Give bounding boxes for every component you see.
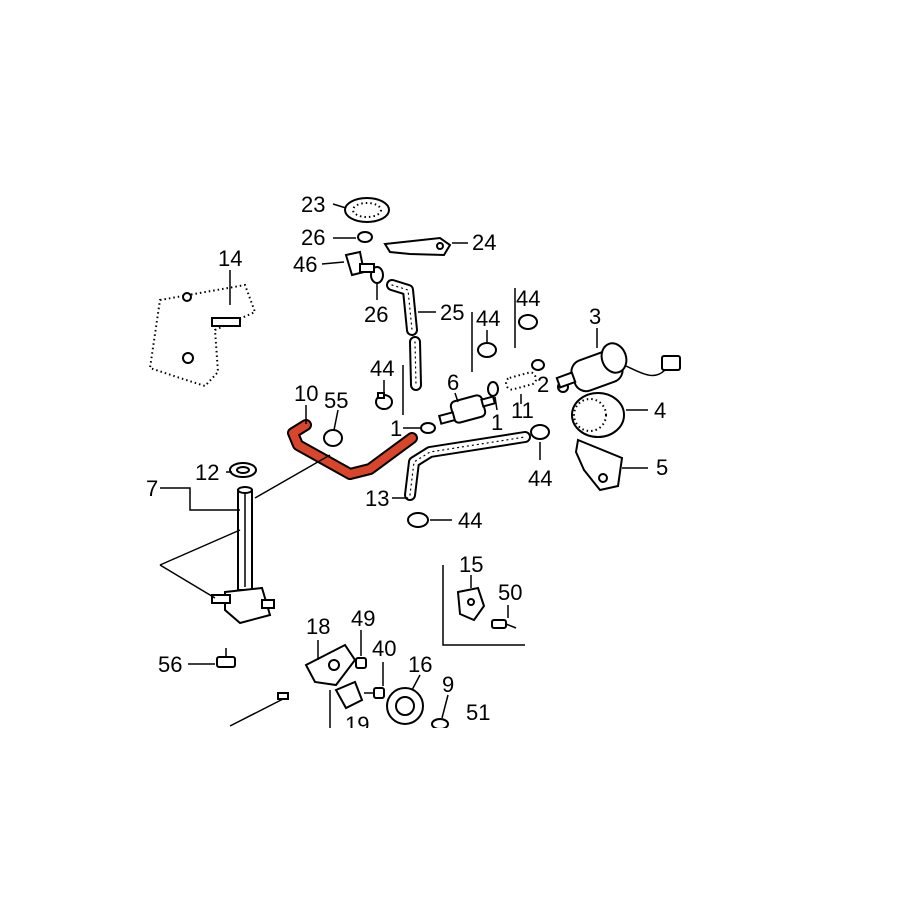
- callout-23: 23: [301, 192, 325, 217]
- callout-26-top: 26: [301, 225, 325, 250]
- part-44-clamp-a: [375, 392, 393, 410]
- callout-2: 2: [537, 372, 549, 397]
- part-25-tube: [386, 279, 422, 391]
- callout-51: 51: [466, 700, 490, 725]
- part-23-grommet: [344, 197, 390, 223]
- leader-16: [411, 674, 421, 691]
- part-7-fuel-valve: [211, 486, 275, 625]
- part-9-nut: [431, 718, 449, 730]
- callout-1-b: 1: [491, 410, 503, 435]
- part-10-hose-highlighted: [287, 419, 418, 480]
- part-40-bolt: [364, 687, 385, 699]
- part-44-clamp-b: [477, 342, 497, 358]
- part-50-bolt: [491, 619, 517, 629]
- part-12-washer: [229, 462, 257, 478]
- part-46-elbow: [344, 250, 375, 277]
- part-56-bolt: [216, 648, 236, 668]
- part-13-hose: [404, 431, 531, 501]
- bracket-15-50: [442, 565, 525, 646]
- callout-10: 10: [294, 381, 318, 406]
- callout-44-c: 44: [516, 286, 540, 311]
- callout-40: 40: [372, 636, 396, 661]
- callout-7: 7: [146, 476, 158, 501]
- part-1-clip-b: [487, 381, 499, 397]
- bracket-7: [160, 487, 240, 511]
- leader-55: [333, 409, 339, 431]
- part-11-connector: [505, 371, 537, 391]
- callout-44-d: 44: [528, 466, 552, 491]
- part-3-pump: [555, 342, 681, 393]
- callout-13: 13: [365, 486, 389, 511]
- leader-7-a: [159, 529, 241, 566]
- callout-50: 50: [498, 580, 522, 605]
- callout-11: 11: [511, 398, 534, 423]
- part-15-block: [456, 586, 486, 622]
- callout-6: 6: [447, 370, 459, 395]
- callout-46: 46: [293, 252, 317, 277]
- callout-49: 49: [351, 606, 375, 631]
- callout-15: 15: [459, 552, 483, 577]
- part-26-clip-top: [357, 231, 373, 243]
- leader-6: [454, 392, 459, 403]
- callout-9: 9: [442, 672, 454, 697]
- leader-1-b: [494, 396, 498, 411]
- callout-44-e: 44: [458, 508, 482, 533]
- leader-7-to-10: [254, 454, 331, 499]
- crop-mask: [0, 728, 900, 900]
- part-16-cylinder: [386, 687, 424, 725]
- part-14-plate: [148, 283, 257, 388]
- callout-26-bottom: 26: [364, 302, 388, 327]
- part-19-bracket: [334, 680, 364, 710]
- leader-46: [321, 261, 345, 265]
- callout-44-a: 44: [370, 356, 394, 381]
- part-49-screw: [355, 657, 367, 669]
- callout-56: 56: [158, 652, 182, 677]
- leader-7-b: [159, 564, 216, 599]
- callout-24: 24: [472, 230, 496, 255]
- callout-16: 16: [408, 652, 432, 677]
- part-18-plate: [304, 643, 357, 687]
- part-6-filter: [437, 394, 497, 425]
- part-4-mount: [571, 392, 625, 438]
- leader-23: [332, 203, 347, 209]
- part-5-bracket: [574, 438, 624, 492]
- part-55-clamp: [323, 429, 343, 447]
- callout-12: 12: [195, 460, 219, 485]
- part-44-clamp-c: [518, 314, 538, 330]
- callout-5: 5: [656, 455, 668, 480]
- callout-4: 4: [654, 398, 666, 423]
- part-44-clamp-e: [407, 512, 429, 528]
- callout-14: 14: [218, 246, 242, 271]
- leader-9: [441, 694, 449, 719]
- part-1-clip-a: [420, 422, 436, 434]
- part-24-bracket: [383, 236, 452, 257]
- callout-18: 18: [306, 614, 330, 639]
- callout-44-b: 44: [476, 306, 500, 331]
- part-44-clamp-d: [530, 424, 550, 440]
- callout-25: 25: [440, 300, 464, 325]
- cable-fragment: [229, 692, 289, 727]
- callout-3: 3: [589, 304, 601, 329]
- callout-55: 55: [324, 388, 348, 413]
- callout-1-a: 1: [390, 416, 402, 441]
